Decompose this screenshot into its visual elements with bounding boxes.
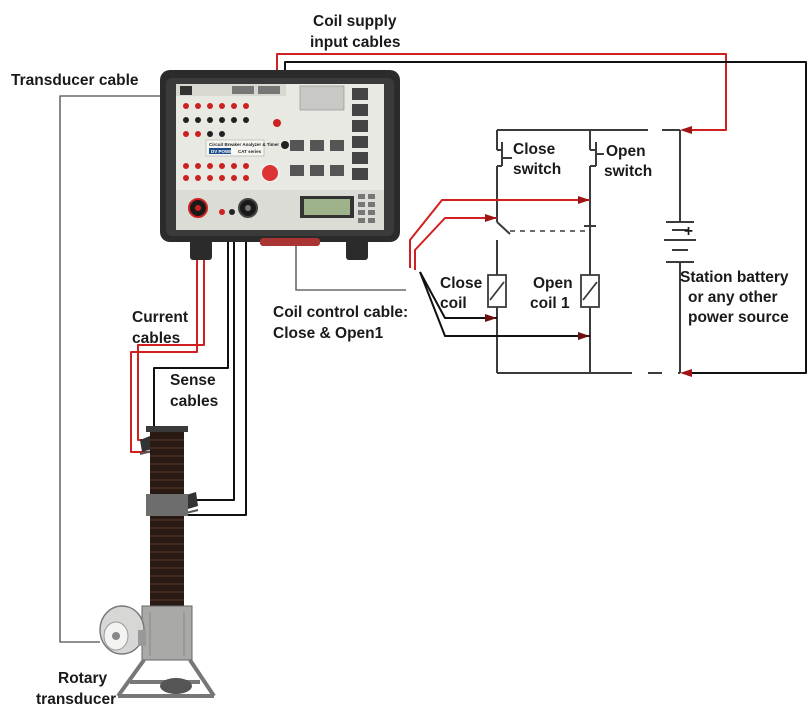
label-battery-plus: + <box>684 223 693 240</box>
emergency-stop-button <box>260 163 280 183</box>
device-brand: DV POWER <box>211 149 236 154</box>
rotary-transducer <box>99 605 146 655</box>
label-transducer-cable: Transducer cable <box>11 72 139 89</box>
terminal-bank-top <box>183 103 249 137</box>
label-station-battery: Station battery or any other power sourc… <box>680 269 793 326</box>
coil-control-red-2 <box>414 217 497 270</box>
coil-control-black-1 <box>419 271 497 319</box>
label-close-switch: Close switch <box>513 141 561 178</box>
label-sense-cables: Sense cables <box>170 372 220 410</box>
open-switch-symbol <box>590 142 604 167</box>
label-coil-supply: Coil supply input cables <box>310 13 401 51</box>
label-open-switch: Open switch <box>604 143 652 180</box>
breaker-aux-contacts <box>496 221 596 240</box>
breaker-control-circuit <box>487 129 696 374</box>
circuit-breaker-pole <box>116 426 216 698</box>
sense-cable-3 <box>180 210 247 516</box>
label-current-cables: Current cables <box>132 309 192 347</box>
label-close-coil: Close coil <box>440 275 487 312</box>
coil-control-black-2 <box>419 271 590 337</box>
terminal-bank-mid <box>183 163 249 181</box>
label-coil-control: Coil control cable: Close & Open1 <box>273 304 413 342</box>
coil-supply-black-clip <box>680 369 692 377</box>
battery-symbol <box>664 221 696 263</box>
label-open-coil: Open coil 1 <box>530 275 577 312</box>
coil-supply-red-clip <box>680 126 692 134</box>
current-cable-red-outer <box>130 210 198 453</box>
circuit-breaker-analyzer: Circuit Breaker Analyzer & Timer DV POWE… <box>160 70 400 260</box>
lcd-screen <box>304 199 350 215</box>
device-title: Circuit Breaker Analyzer & Timer <box>209 142 279 147</box>
device-series: CAT series <box>238 149 262 154</box>
close-switch-symbol <box>497 142 512 167</box>
sense-cable-2 <box>180 210 235 501</box>
sense-cable-1 <box>153 210 229 432</box>
label-rotary-transducer: Rotary transducer <box>36 670 116 708</box>
coil-control-red-1 <box>409 199 590 268</box>
